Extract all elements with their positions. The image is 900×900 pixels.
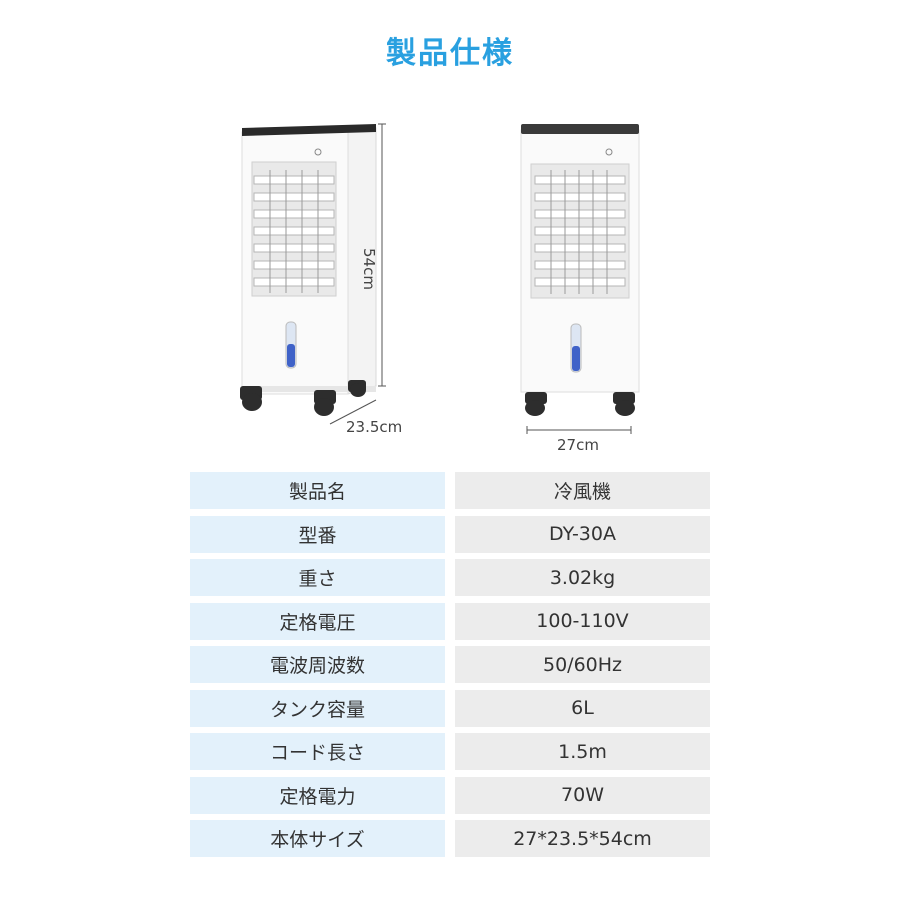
air-cooler-angled-image — [240, 123, 386, 425]
spec-label: コード長さ — [190, 733, 445, 770]
spec-label: 本体サイズ — [190, 820, 445, 857]
spec-label: 製品名 — [190, 472, 445, 509]
table-row: 本体サイズ 27*23.5*54cm — [190, 820, 710, 857]
spec-value: 1.5m — [455, 733, 710, 770]
table-row: 定格電力 70W — [190, 776, 710, 814]
table-row: コード長さ 1.5m — [190, 733, 710, 770]
spec-table: 製品名 冷風機 型番 DY-30A 重さ 3.02kg 定格電圧 100-110… — [190, 472, 710, 864]
height-dimension-label: 54cm — [360, 248, 378, 290]
page-title: 製品仕様 — [386, 36, 514, 71]
table-row: 定格電圧 100-110V — [190, 602, 710, 640]
spec-value: 100-110V — [455, 602, 710, 640]
spec-label: 重さ — [190, 559, 445, 596]
spec-value: 冷風機 — [455, 472, 710, 509]
air-cooler-front-image — [520, 124, 640, 416]
spec-value: 70W — [455, 776, 710, 814]
table-row: 電波周波数 50/60Hz — [190, 646, 710, 683]
table-row: 製品名 冷風機 — [190, 472, 710, 509]
table-row: 型番 DY-30A — [190, 515, 710, 553]
spec-label: 電波周波数 — [190, 646, 445, 683]
spec-value: 27*23.5*54cm — [455, 820, 710, 857]
spec-label: 定格電圧 — [190, 602, 445, 640]
width-dimension-line — [526, 426, 632, 434]
spec-value: 6L — [455, 689, 710, 727]
table-row: 重さ 3.02kg — [190, 559, 710, 596]
spec-value: 50/60Hz — [455, 646, 710, 683]
spec-label: 型番 — [190, 515, 445, 553]
spec-label: タンク容量 — [190, 689, 445, 727]
depth-dimension-label: 23.5cm — [346, 418, 403, 436]
spec-value: DY-30A — [455, 515, 710, 553]
width-dimension-label: 27cm — [557, 436, 599, 454]
spec-value: 3.02kg — [455, 559, 710, 596]
table-row: タンク容量 6L — [190, 689, 710, 727]
spec-label: 定格電力 — [190, 776, 445, 814]
